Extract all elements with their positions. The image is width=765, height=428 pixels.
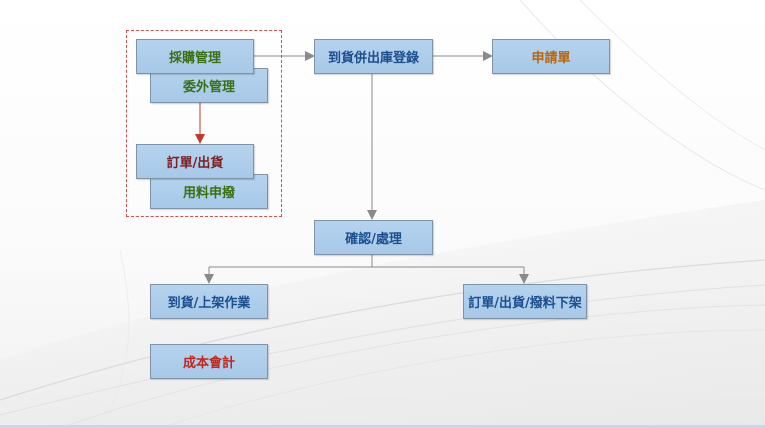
- procurement-group-frame: [126, 30, 282, 217]
- node-order-shipping-removal[interactable]: 訂單/出貨/撥料下架: [463, 284, 587, 319]
- node-arrival-shelving-label: 到貨/上架作業: [167, 296, 251, 311]
- node-arrival-registration[interactable]: 到貨併出庫登錄: [314, 39, 433, 74]
- node-order-shipping[interactable]: 訂單/出貨: [136, 144, 254, 179]
- node-procurement-label: 採購管理: [168, 51, 221, 66]
- node-confirm-process[interactable]: 確認/處理: [314, 220, 433, 255]
- node-requisition[interactable]: 申請單: [492, 39, 610, 74]
- node-arrival-registration-label: 到貨併出庫登錄: [327, 51, 419, 66]
- node-requisition-label: 申請單: [531, 51, 571, 66]
- node-arrival-shelving[interactable]: 到貨/上架作業: [150, 284, 268, 319]
- node-confirm-process-label: 確認/處理: [345, 232, 402, 247]
- node-order-shipping-label: 訂單/出貨: [166, 156, 224, 171]
- node-order-shipping-removal-label: 訂單/出貨/撥料下架: [468, 296, 582, 311]
- node-cost-accounting-label: 成本會計: [182, 356, 235, 371]
- node-material-request[interactable]: 用料申撥: [150, 174, 268, 209]
- node-cost-accounting[interactable]: 成本會計: [150, 344, 268, 379]
- bottom-border: [0, 425, 765, 428]
- node-procurement[interactable]: 採購管理: [136, 39, 254, 74]
- node-outsourcing-label: 委外管理: [182, 80, 235, 95]
- node-material-request-label: 用料申撥: [182, 186, 235, 201]
